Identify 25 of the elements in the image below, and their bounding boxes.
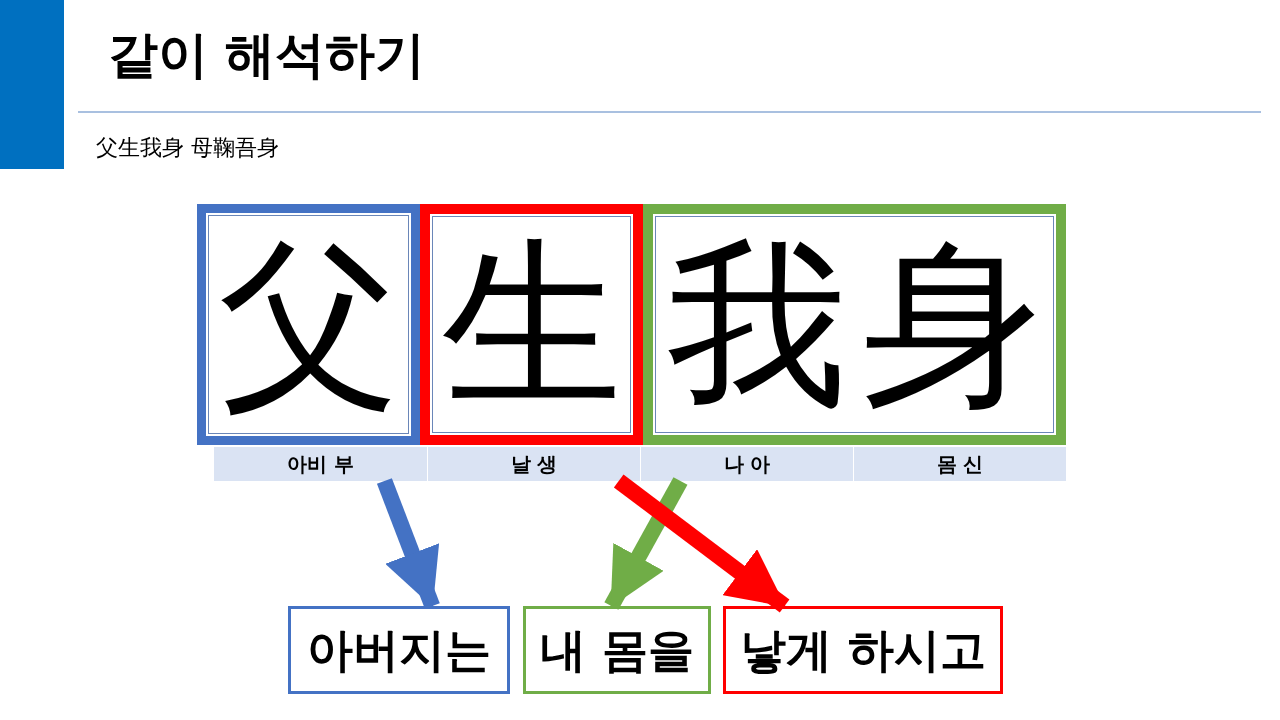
hanja-character: 身: [862, 234, 1043, 415]
reading-cell: [427, 447, 640, 481]
translation-text: 아버지는: [307, 627, 491, 673]
hanja-character: 生: [441, 234, 622, 415]
arrow: [376, 478, 440, 609]
translation-box: [723, 606, 1003, 694]
title: 같이 해석하기: [108, 25, 426, 86]
translation-text: 내 몸을: [540, 627, 694, 673]
hanja-character: 父: [218, 234, 399, 415]
reading-cell: [640, 447, 853, 481]
reading-text: 날 생: [510, 454, 558, 474]
reading-text: 나 아: [723, 454, 771, 474]
character-frame: [197, 204, 420, 445]
reading-text: 아비 부: [287, 454, 354, 474]
character-frame: [643, 204, 1066, 445]
character-frame: [420, 204, 643, 445]
translation-box: [288, 606, 510, 694]
reading-cell: [853, 447, 1066, 481]
reading-text: 몸 신: [936, 454, 984, 474]
translation-text: 낳게 하시고: [740, 627, 986, 673]
subtitle-text: 父生我身 母鞠吾身: [96, 134, 279, 162]
reading-cell: [214, 447, 427, 481]
translation-box: [523, 606, 711, 694]
arrow: [613, 474, 790, 613]
hanja-character: 我: [666, 234, 847, 415]
